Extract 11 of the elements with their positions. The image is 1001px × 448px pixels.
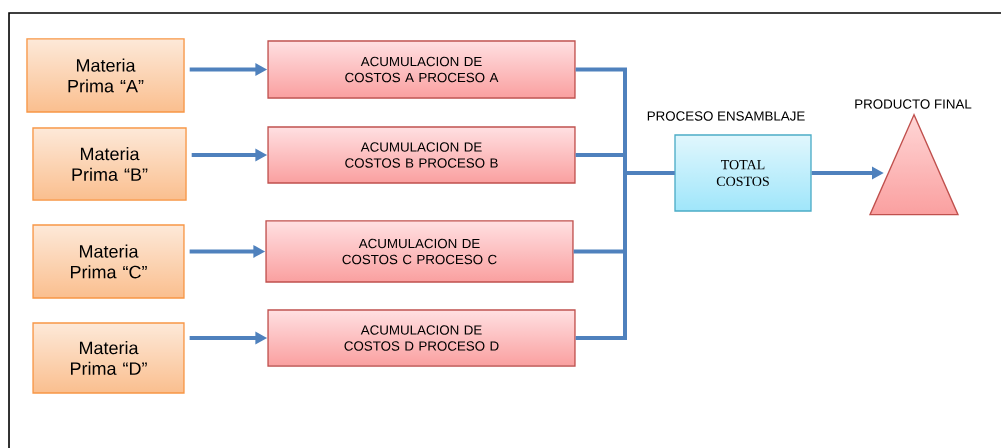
process-box: ACUMULACION DE COSTOS B PROCESO B <box>267 126 576 184</box>
node-label: PRODUCTO FINAL <box>855 99 972 109</box>
process-box: ACUMULACION DE COSTOS D PROCESO D <box>267 309 576 367</box>
raw-material-box: Materia Prima “C” <box>32 224 185 299</box>
raw-material-box: Materia Prima “A” <box>26 38 185 113</box>
raw-material-box: Materia Prima “D” <box>32 322 185 394</box>
process-box: ACUMULACION DE COSTOS C PROCESO C <box>265 220 574 283</box>
process-box: ACUMULACION DE COSTOS A PROCESO A <box>267 40 576 99</box>
node-label: PROCESO ENSAMBLAJE <box>647 111 805 121</box>
raw-material-box: Materia Prima “B” <box>32 127 187 201</box>
total-box: TOTAL COSTOS <box>674 134 812 212</box>
